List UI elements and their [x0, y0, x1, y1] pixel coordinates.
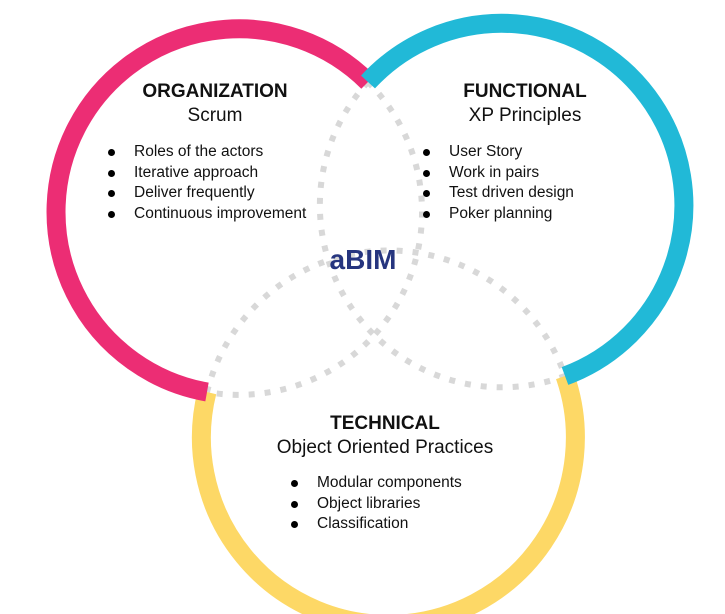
functional-block: FUNCTIONAL XP Principles User Story Work… — [423, 80, 610, 230]
technical-block: TECHNICAL Object Oriented Practices Modu… — [260, 412, 510, 542]
organization-circle-dotted-arc — [206, 79, 426, 398]
list-item: Poker planning — [423, 204, 574, 225]
technical-list: Modular components Object libraries Clas… — [291, 473, 462, 535]
list-item: Test driven design — [423, 183, 574, 204]
list-item: User Story — [423, 142, 574, 163]
technical-circle-arc — [191, 372, 585, 614]
list-item: Work in pairs — [423, 163, 574, 184]
organization-subheading: Scrum — [187, 105, 243, 126]
list-item: Modular components — [291, 473, 462, 494]
list-item: Continuous improvement — [108, 204, 306, 225]
organization-circle-arc — [46, 19, 375, 402]
list-item: Roles of the actors — [108, 142, 306, 163]
list-item: Deliver frequently — [108, 183, 306, 204]
center-label: aBIM — [329, 244, 397, 275]
functional-circle-dotted-arc — [316, 79, 567, 391]
technical-heading: TECHNICAL — [330, 413, 440, 434]
technical-subheading: Object Oriented Practices — [276, 437, 494, 458]
organization-list: Roles of the actors Iterative approach D… — [108, 142, 306, 224]
functional-subheading: XP Principles — [468, 105, 582, 126]
organization-heading: ORGANIZATION — [142, 81, 288, 102]
list-item: Classification — [291, 514, 462, 535]
functional-list: User Story Work in pairs Test driven des… — [423, 142, 574, 224]
list-item: Iterative approach — [108, 163, 306, 184]
functional-heading: FUNCTIONAL — [463, 81, 587, 102]
list-item: Object libraries — [291, 494, 462, 515]
organization-block: ORGANIZATION Scrum Roles of the actors I… — [100, 80, 330, 230]
functional-circle-arc — [361, 13, 694, 385]
